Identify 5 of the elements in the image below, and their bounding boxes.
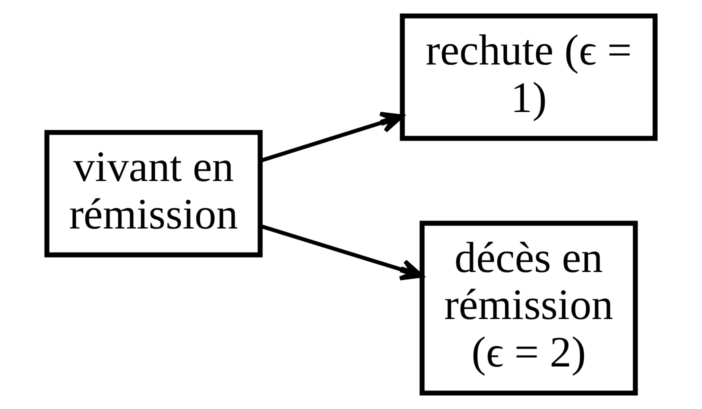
arrow	[260, 112, 404, 163]
arrow	[260, 224, 424, 280]
node-box: décès en rémission (ϵ = 2)	[420, 220, 638, 396]
node-box: vivant en rémission	[44, 130, 263, 258]
node-box: rechute (ϵ = 1)	[400, 13, 658, 141]
